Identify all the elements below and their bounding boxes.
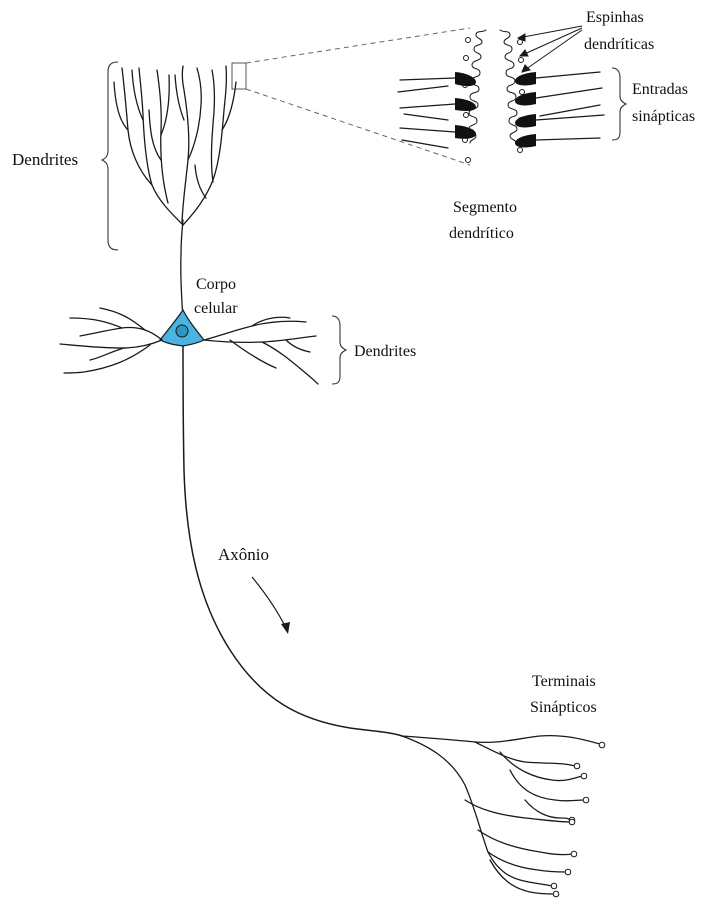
zoom-line-top (246, 28, 470, 63)
terminal-boutons (551, 742, 605, 897)
spine-pointer-arrows (518, 26, 582, 72)
segment-label-line1: Segmento (453, 199, 517, 216)
synaptic-inputs-brace (612, 68, 626, 140)
dendritic-segment-inset (398, 30, 604, 163)
nucleus (176, 325, 188, 337)
zoom-line-bottom (246, 89, 470, 165)
synaptic-inputs-left (398, 72, 476, 148)
synaptic-inputs-right (515, 72, 604, 147)
axon-direction-arrow (252, 577, 286, 628)
basal-dendrites-left (60, 308, 162, 373)
cell-body-label-line1: Corpo (196, 276, 236, 293)
axon-arrow-head (281, 622, 290, 634)
segment-label-line2: dendrítico (449, 225, 514, 242)
dendrites-basal-brace (332, 316, 346, 384)
dendrites-top-brace (102, 62, 118, 250)
dendrites-top-label: Dendrites (12, 150, 78, 169)
cell-body-label-line2: celular (194, 300, 238, 317)
basal-dendrites-right (204, 317, 318, 384)
axon (183, 346, 402, 736)
terminals-label-line2: Sinápticos (530, 699, 597, 716)
segment-right-wall (500, 30, 517, 143)
spines-label-line1: Espinhas (586, 9, 644, 26)
terminals-label-line1: Terminais (532, 673, 596, 690)
axon-label: Axônio (218, 545, 269, 564)
inputs-label-line1: Entradas (632, 81, 688, 98)
inputs-label-line2: sinápticas (632, 108, 695, 125)
spines-label-line2: dendríticas (584, 36, 654, 53)
segment-left-wall (469, 30, 486, 143)
zoom-source-box (232, 63, 246, 89)
dendrites-basal-label: Dendrites (354, 343, 416, 360)
